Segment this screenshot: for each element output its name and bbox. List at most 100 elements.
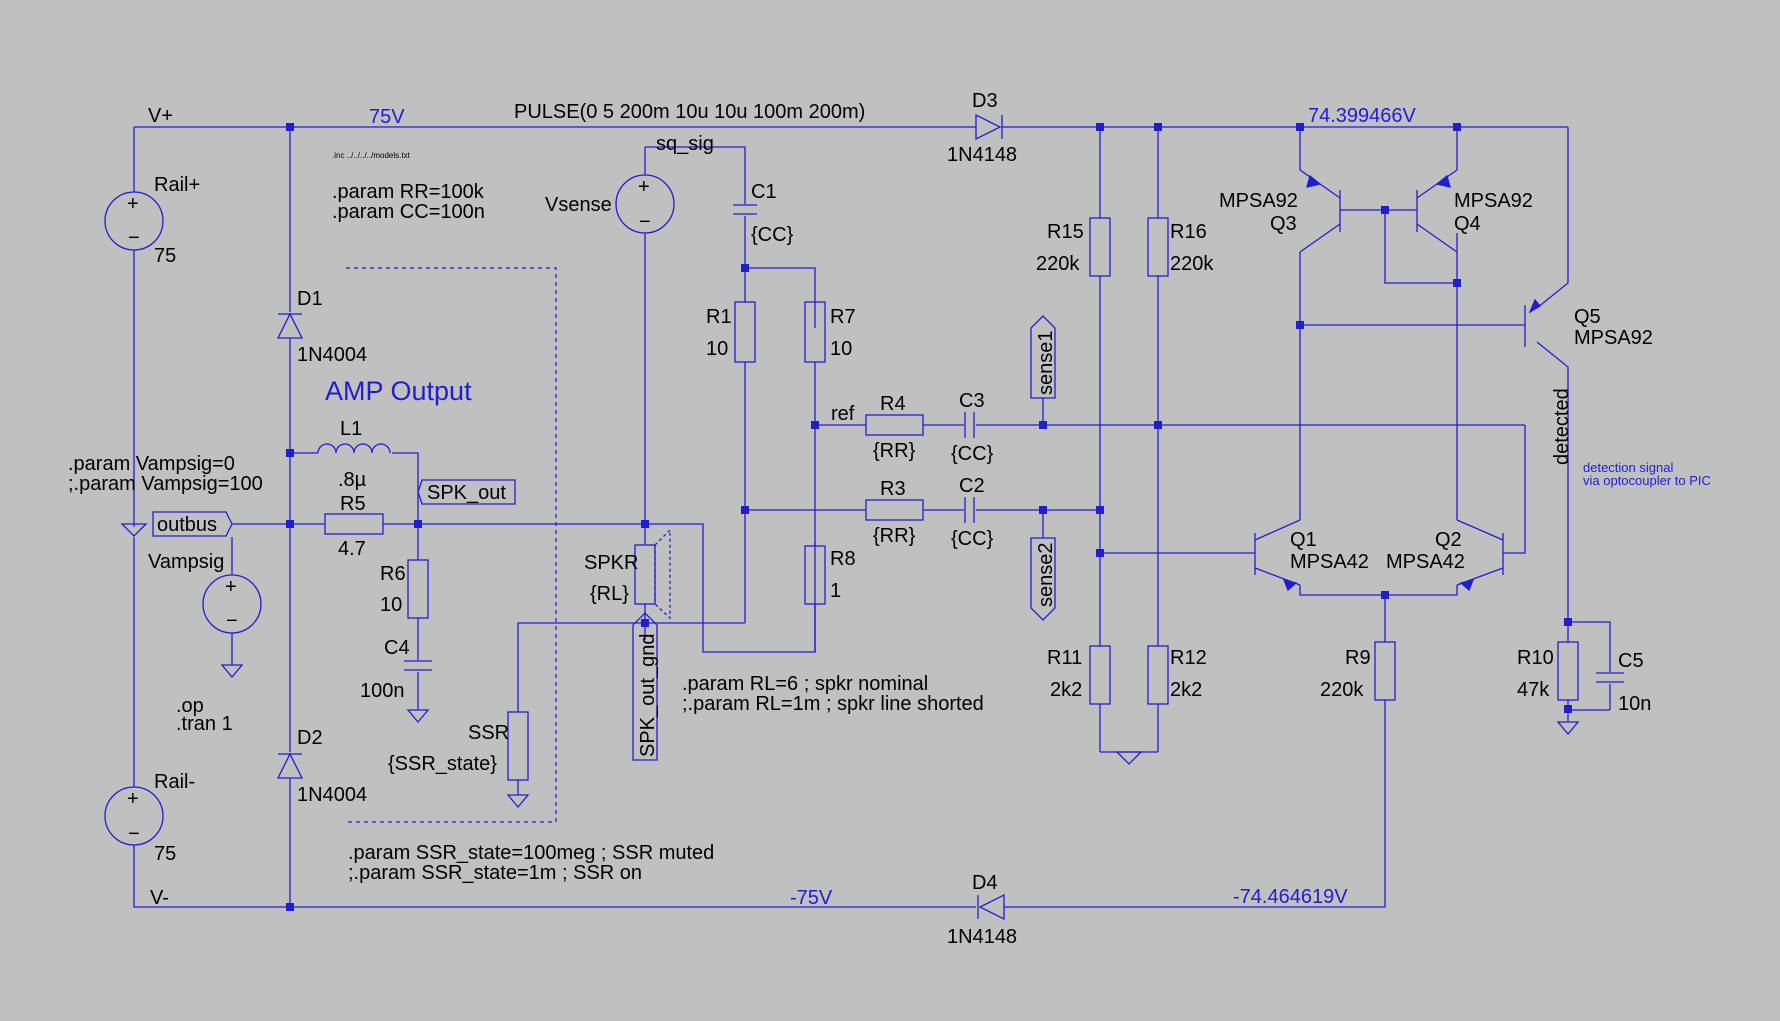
param-vampsig: .param Vampsig=0 [68,453,235,475]
rail-neg-name: Rail- [154,771,195,793]
c4-value: 100n [360,680,405,702]
neg-node-voltage: -74.464619V [1233,886,1348,908]
q4-value: MPSA92 [1454,190,1533,212]
resistor-r16 [1147,217,1169,277]
svg-text:−: − [128,823,140,845]
resistor-r12 [1147,645,1169,705]
svg-text:+: + [127,193,139,215]
svg-text:−: − [128,227,140,249]
q1-name: Q1 [1290,529,1317,551]
r3-value: {RR} [873,525,916,547]
diode-d3 [975,113,1006,141]
ssr-name: SSR [468,722,509,744]
spkr-name: SPKR [584,552,638,574]
amp-output-box [346,267,557,823]
q5-name: Q5 [1574,306,1601,328]
rail-pos-name: Rail+ [154,174,200,196]
svg-text:+: + [225,576,237,598]
q2-name: Q2 [1435,529,1462,551]
ground-symbols [220,664,1580,809]
net-vminus-label: V- [150,887,169,909]
capacitors [404,204,1624,683]
r9-name: R9 [1345,647,1371,669]
q3-value: MPSA92 [1219,190,1298,212]
vampsig-source: + − [202,574,262,634]
capacitor-c1 [733,204,757,215]
r4-value: {RR} [873,440,916,462]
d3-value: 1N4148 [947,144,1017,166]
param-rr: .param RR=100k [332,181,485,203]
r7-name: R7 [830,306,856,328]
resistor-r3 [865,499,924,521]
vampsig-name: Vampsig [148,551,224,573]
rail-pos-source: + − [104,191,164,251]
capacitor-c3 [964,412,975,438]
r8-value: 1 [830,580,841,602]
net-outbus: outbus [157,514,217,536]
r11-name: R11 [1047,647,1082,669]
junctions [286,123,1572,911]
r1-value: 10 [706,338,728,360]
r7-value: 10 [830,338,852,360]
r10-value: 47k [1517,679,1550,701]
net-tags [120,315,1056,761]
rail-neg-source: + − [104,786,164,846]
r4-name: R4 [880,393,906,415]
detection-note-1: detection signal [1583,460,1673,475]
r1-name: R1 [706,306,732,328]
resistor-r1 [734,301,756,363]
svg-text:−: − [226,610,238,632]
r12-name: R12 [1170,647,1207,669]
r16-name: R16 [1170,221,1207,243]
r5-name: R5 [340,493,366,515]
r6-value: 10 [380,594,402,616]
rail-pos-voltage: 75V [369,106,405,128]
diode-d1 [276,312,304,339]
r8-name: R8 [830,548,856,570]
r11-value: 2k2 [1050,679,1082,701]
d3-name: D3 [972,90,998,112]
net-sense2: sense2 [1035,543,1057,608]
resistor-r4 [865,414,924,436]
c5-name: C5 [1618,650,1644,672]
svg-text:+: + [127,788,139,810]
param-cc: .param CC=100n [332,201,485,223]
transistor-q2 [1456,519,1504,592]
rail-neg-voltage: -75V [790,887,833,909]
detection-note-2: via optocoupler to PIC [1583,473,1711,488]
pos-node-voltage: 74.399466V [1308,105,1417,127]
d1-name: D1 [297,288,323,310]
net-spk-out-gnd: SPK_out_gnd [637,634,659,757]
net-sq-sig: sq_sig [656,133,714,155]
speaker-spkr [634,528,671,620]
ssr-value: {SSR_state} [388,753,497,775]
param-ssr: .param SSR_state=100meg ; SSR muted [348,842,714,864]
resistor-ssr [507,711,529,781]
param-ssr-alt: ;.param SSR_state=1m ; SSR on [348,862,642,884]
r15-name: R15 [1047,221,1084,243]
c3-name: C3 [959,390,985,412]
tran-directive: .tran 1 [176,713,233,735]
d4-value: 1N4148 [947,926,1017,948]
net-vplus-label: V+ [148,105,173,127]
param-rl-alt: ;.param RL=1m ; spkr line shorted [682,693,984,715]
amp-output-label: AMP Output [325,376,472,406]
d2-value: 1N4004 [297,784,367,806]
resistor-r7 [804,301,826,363]
pulse-label: PULSE(0 5 200m 10u 10u 100m 200m) [514,101,865,123]
rail-neg-value: 75 [154,843,176,865]
capacitor-c2 [964,497,975,523]
param-rl: .param RL=6 ; spkr nominal [682,673,928,695]
r12-value: 2k2 [1170,679,1202,701]
d4-name: D4 [972,872,998,894]
r15-value: 220k [1036,253,1080,275]
resistor-r15 [1089,217,1111,277]
c1-name: C1 [751,181,777,203]
resistor-r5 [324,513,384,535]
c5-value: 10n [1618,693,1651,715]
r6-name: R6 [380,563,406,585]
resistor-r10 [1557,641,1579,701]
r16-value: 220k [1170,253,1214,275]
net-detected: detected [1551,388,1573,465]
